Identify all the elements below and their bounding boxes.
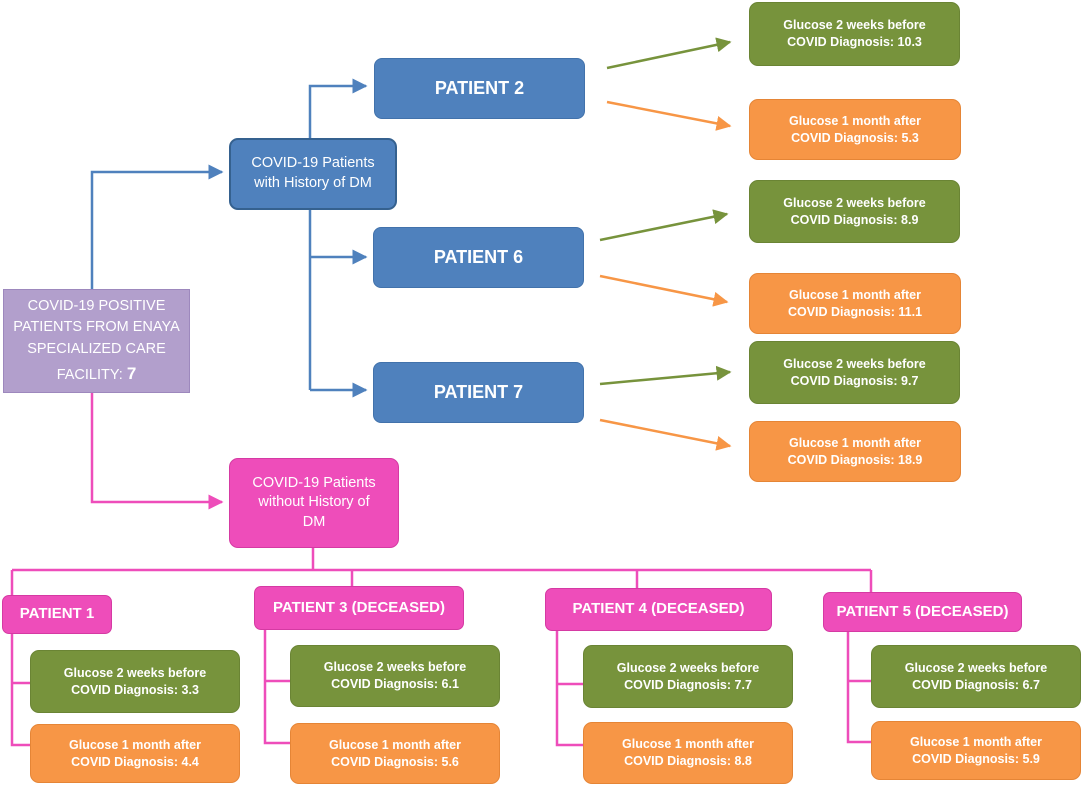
patient-3-glucose-after-text: Glucose 1 month after COVID Diagnosis: 5… [329, 737, 461, 769]
patient-2-glucose-before: Glucose 2 weeks before COVID Diagnosis: … [749, 2, 960, 66]
patient-7-label: PATIENT 7 [433, 382, 524, 403]
arrow-patient-6-after [599, 274, 729, 307]
patient-6-glucose-before: Glucose 2 weeks before COVID Diagnosis: … [749, 180, 960, 243]
patient-2-glucose-before-text: Glucose 2 weeks before COVID Diagnosis: … [783, 18, 926, 49]
root-node-count: 7 [126, 363, 137, 383]
patient-5-glucose-before: Glucose 2 weeks before COVID Diagnosis: … [871, 645, 1081, 708]
patient-5-label: PATIENT 5 (DECEASED) [836, 602, 1009, 620]
patient-4-node: PATIENT 4 (DECEASED) [545, 588, 772, 631]
group-with-dm-label: COVID-19 Patients with History of DM [251, 155, 375, 191]
patient-3-node: PATIENT 3 (DECEASED) [254, 586, 464, 630]
arrow-patient-6-before [599, 209, 729, 242]
patient-4-glucose-before: Glucose 2 weeks before COVID Diagnosis: … [583, 645, 793, 708]
group-with-dm-history: COVID-19 Patients with History of DM [229, 138, 397, 210]
arrow-root-to-nodm [90, 393, 224, 510]
patient-5-glucose-after: Glucose 1 month after COVID Diagnosis: 5… [871, 721, 1081, 780]
patient-6-glucose-after-text: Glucose 1 month after COVID Diagnosis: 1… [787, 287, 923, 319]
patient-4-glucose-before-text: Glucose 2 weeks before COVID Diagnosis: … [616, 660, 760, 692]
patient-3-glucose-before-text: Glucose 2 weeks before COVID Diagnosis: … [323, 660, 467, 691]
patient-5-glucose-after-text: Glucose 1 month after COVID Diagnosis: 5… [910, 734, 1042, 766]
bracket-patient-4 [555, 631, 583, 747]
arrow-patient-2-before [606, 37, 732, 70]
patient-1-node: PATIENT 1 [2, 595, 112, 634]
patient-1-glucose-after: Glucose 1 month after COVID Diagnosis: 4… [30, 724, 240, 783]
patient-6-node: PATIENT 6 [373, 227, 584, 288]
patient-5-node: PATIENT 5 (DECEASED) [823, 592, 1022, 632]
patient-7-glucose-after-text: Glucose 1 month after COVID Diagnosis: 1… [787, 435, 923, 467]
patient-1-label: PATIENT 1 [19, 605, 95, 623]
root-node-total-patients: COVID-19 POSITIVE PATIENTS FROM ENAYA SP… [3, 289, 190, 393]
patient-2-glucose-after: Glucose 1 month after COVID Diagnosis: 5… [749, 99, 961, 160]
patient-2-label: PATIENT 2 [434, 78, 525, 99]
patient-1-glucose-after-text: Glucose 1 month after COVID Diagnosis: 4… [69, 737, 201, 769]
patient-3-label: PATIENT 3 (DECEASED) [273, 598, 445, 616]
group-without-dm-label: COVID-19 Patients without History of DM [252, 474, 376, 530]
arrow-patient-7-before [599, 365, 732, 386]
bracket-patient-5 [846, 632, 871, 744]
patient-7-glucose-before-text: Glucose 2 weeks before COVID Diagnosis: … [783, 356, 926, 388]
arrow-dm-to-patient-2 [308, 78, 368, 138]
patient-7-glucose-after: Glucose 1 month after COVID Diagnosis: 1… [749, 421, 961, 482]
patient-2-node: PATIENT 2 [374, 58, 585, 119]
patient-5-glucose-before-text: Glucose 2 weeks before COVID Diagnosis: … [904, 660, 1048, 692]
bracket-patient-3 [263, 630, 290, 745]
patient-1-glucose-before: Glucose 2 weeks before COVID Diagnosis: … [30, 650, 240, 713]
patient-6-glucose-after: Glucose 1 month after COVID Diagnosis: 1… [749, 273, 961, 334]
patient-3-glucose-after: Glucose 1 month after COVID Diagnosis: 5… [290, 723, 500, 784]
root-node-label: COVID-19 POSITIVE PATIENTS FROM ENAYA SP… [13, 297, 180, 383]
patient-7-glucose-before: Glucose 2 weeks before COVID Diagnosis: … [749, 341, 960, 404]
patient-1-glucose-before-text: Glucose 2 weeks before COVID Diagnosis: … [63, 665, 207, 697]
patient-6-glucose-before-text: Glucose 2 weeks before COVID Diagnosis: … [783, 195, 926, 227]
arrow-patient-2-after [606, 100, 732, 131]
arrow-root-to-dm [90, 164, 224, 289]
patient-6-label: PATIENT 6 [433, 247, 524, 268]
group-without-dm-history: COVID-19 Patients without History of DM [229, 458, 399, 548]
bracket-patient-1 [10, 634, 30, 747]
patient-3-glucose-before: Glucose 2 weeks before COVID Diagnosis: … [290, 645, 500, 707]
patient-4-glucose-after: Glucose 1 month after COVID Diagnosis: 8… [583, 722, 793, 784]
arrow-patient-7-after [599, 418, 732, 451]
patient-4-label: PATIENT 4 (DECEASED) [572, 600, 745, 618]
patient-7-node: PATIENT 7 [373, 362, 584, 423]
patient-2-glucose-after-text: Glucose 1 month after COVID Diagnosis: 5… [789, 113, 921, 145]
patient-4-glucose-after-text: Glucose 1 month after COVID Diagnosis: 8… [622, 737, 754, 768]
